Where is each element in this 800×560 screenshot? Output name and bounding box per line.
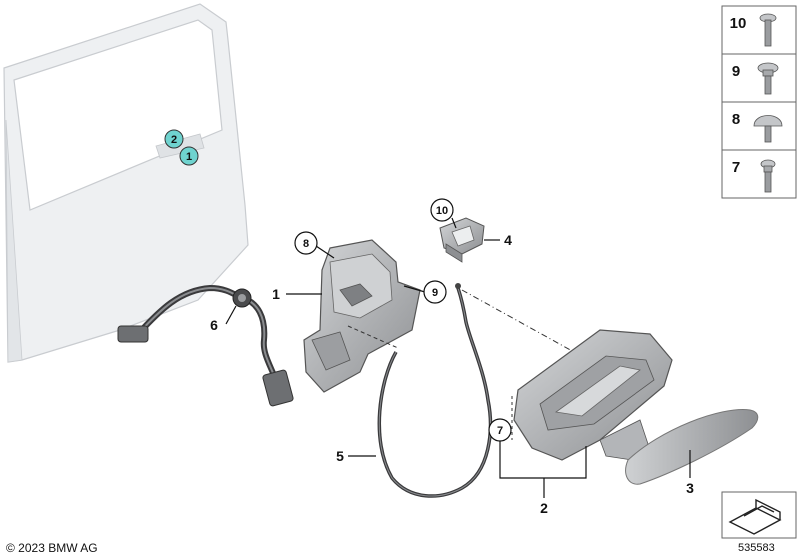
screw-mushroom-icon [753, 115, 783, 143]
callout-door-1: 1 [179, 146, 199, 166]
screw-long-icon [759, 13, 777, 47]
wiring-harness [117, 284, 294, 407]
striker [439, 217, 485, 263]
door-lock-latch [303, 239, 421, 393]
callout-door-2: 2 [164, 129, 184, 149]
svg-text:10: 10 [730, 15, 747, 32]
fastener-legend: 10 9 8 7 [721, 5, 797, 199]
door-handle-carrier [511, 329, 673, 461]
bowden-cable [377, 283, 493, 498]
diagram-id: 535583 [738, 542, 775, 554]
svg-text:8: 8 [732, 111, 740, 128]
svg-text:9: 9 [432, 287, 438, 299]
copyright: © 2023 BMW AG [6, 541, 98, 555]
label-cover: 3 [686, 480, 694, 496]
orientation-symbol [721, 491, 797, 539]
svg-text:7: 7 [497, 425, 503, 437]
label-striker: 4 [504, 232, 512, 248]
label-wiring: 6 [210, 317, 218, 333]
label-handle: 2 [540, 500, 548, 516]
svg-text:8: 8 [303, 238, 309, 250]
handle-cover [625, 409, 759, 485]
legend-row-9: 9 [732, 62, 779, 95]
callout-9: 9 [423, 280, 447, 304]
screw-short-icon [760, 159, 776, 193]
rear-door-panel [3, 3, 249, 363]
svg-text:10: 10 [436, 205, 448, 217]
callout-8: 8 [294, 231, 318, 255]
arrow-icon [728, 498, 782, 535]
svg-text:2: 2 [171, 134, 177, 146]
legend-row-8: 8 [732, 111, 783, 143]
svg-text:7: 7 [732, 159, 740, 176]
legend-row-10: 10 [730, 13, 777, 47]
callout-7: 7 [488, 418, 512, 442]
cable-rod-link [461, 289, 575, 353]
callout-10: 10 [430, 198, 454, 222]
svg-text:1: 1 [186, 151, 192, 163]
label-latch: 1 [272, 286, 280, 302]
legend-row-7: 7 [732, 159, 776, 193]
svg-text:9: 9 [732, 63, 740, 80]
screw-flange-icon [757, 62, 779, 95]
label-bowden-cable: 5 [336, 448, 344, 464]
leader-lines [225, 217, 691, 498]
